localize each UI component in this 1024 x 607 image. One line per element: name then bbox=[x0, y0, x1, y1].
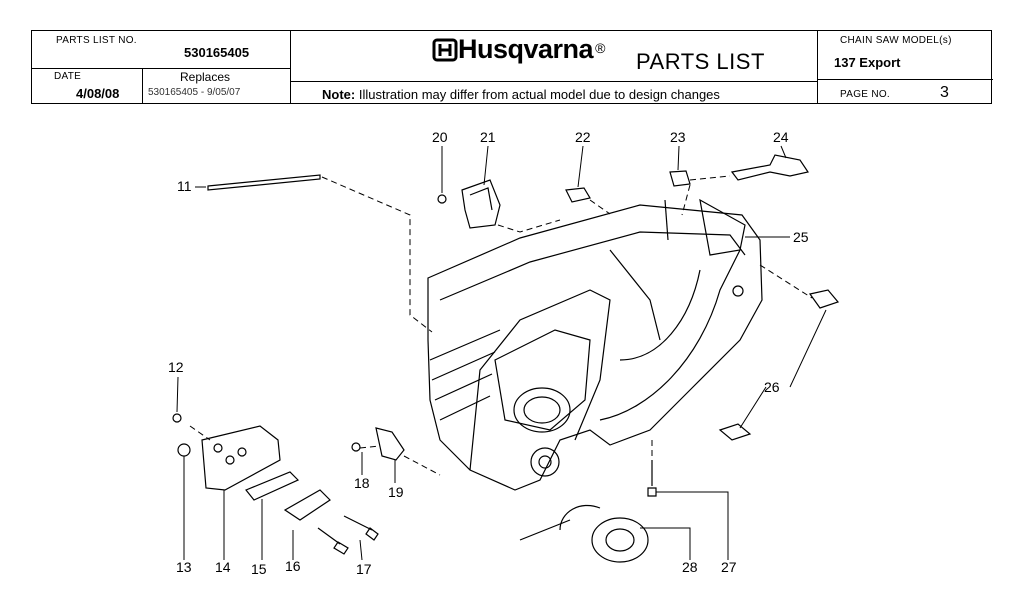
part-12-screw bbox=[172, 413, 182, 423]
callout-13: 13 bbox=[176, 559, 192, 575]
document-title: PARTS LIST bbox=[636, 49, 765, 74]
callout-25: 25 bbox=[793, 229, 809, 245]
part-14-cover bbox=[201, 425, 281, 491]
callout-26: 26 bbox=[764, 379, 780, 395]
part-28-clutch bbox=[591, 517, 649, 563]
callout-27: 27 bbox=[721, 559, 737, 575]
callout-21: 21 bbox=[480, 129, 496, 145]
crankcase-body bbox=[427, 204, 763, 491]
part-17-bolt bbox=[343, 515, 379, 541]
header-divider bbox=[142, 68, 143, 103]
part-22-nut bbox=[565, 187, 591, 203]
header-divider bbox=[290, 81, 817, 82]
callout-19: 19 bbox=[388, 484, 404, 500]
callout-17: 17 bbox=[356, 561, 372, 577]
part-17-bolt bbox=[317, 527, 349, 555]
callout-23: 23 bbox=[670, 129, 686, 145]
part-27-bolt bbox=[647, 460, 657, 497]
header-divider bbox=[817, 31, 818, 103]
note-label: Note: bbox=[322, 87, 356, 102]
replaces-value: 530165405 - 9/05/07 bbox=[148, 87, 241, 98]
callout-11: 11 bbox=[177, 178, 192, 194]
husqvarna-crown-icon bbox=[432, 38, 458, 62]
part-20-screw bbox=[437, 194, 447, 204]
callout-18: 18 bbox=[354, 475, 370, 491]
part-26-nut bbox=[808, 289, 840, 309]
husqvarna-logo: Husqvarna® bbox=[432, 34, 605, 65]
note: Note: Illustration may differ from actua… bbox=[322, 87, 720, 102]
part-24-lever bbox=[730, 154, 809, 181]
callout-14: 14 bbox=[215, 559, 231, 575]
note-text: Illustration may differ from actual mode… bbox=[358, 87, 720, 102]
part-16-bracket bbox=[283, 489, 331, 521]
date-value: 4/08/08 bbox=[76, 86, 120, 101]
callout-28: 28 bbox=[682, 559, 698, 575]
callout-22: 22 bbox=[575, 129, 591, 145]
part-19-guide bbox=[375, 427, 405, 461]
parts-list-header: PARTS LIST NO. 530165405 DATE 4/08/08 Re… bbox=[31, 30, 993, 104]
registered-mark: ® bbox=[595, 40, 605, 56]
header-divider bbox=[290, 31, 291, 103]
part-21-bracket bbox=[461, 179, 501, 229]
model-value: 137 Export bbox=[834, 55, 901, 70]
replaces-label: Replaces bbox=[180, 70, 231, 84]
date-label: DATE bbox=[54, 71, 82, 82]
callout-20: 20 bbox=[432, 129, 448, 145]
model-label: CHAIN SAW MODEL(s) bbox=[840, 35, 952, 46]
header-divider bbox=[817, 79, 993, 80]
part-11-rod bbox=[207, 174, 321, 191]
page-label: PAGE NO. bbox=[840, 89, 891, 100]
part-18-screw bbox=[351, 442, 361, 452]
brand-name: Husqvarna bbox=[458, 34, 594, 64]
callout-15: 15 bbox=[251, 561, 267, 577]
part-15-plate bbox=[245, 471, 300, 501]
part-13-nut bbox=[177, 443, 191, 457]
header-divider bbox=[32, 68, 290, 69]
part-23-nut bbox=[669, 170, 691, 187]
callout-12: 12 bbox=[168, 359, 184, 375]
parts-list-no: 530165405 bbox=[184, 45, 250, 60]
callout-24: 24 bbox=[773, 129, 789, 145]
callout-16: 16 bbox=[285, 558, 301, 574]
part-26-nut bbox=[718, 423, 752, 441]
page-number: 3 bbox=[940, 84, 949, 101]
parts-list-no-label: PARTS LIST NO. bbox=[56, 35, 137, 46]
